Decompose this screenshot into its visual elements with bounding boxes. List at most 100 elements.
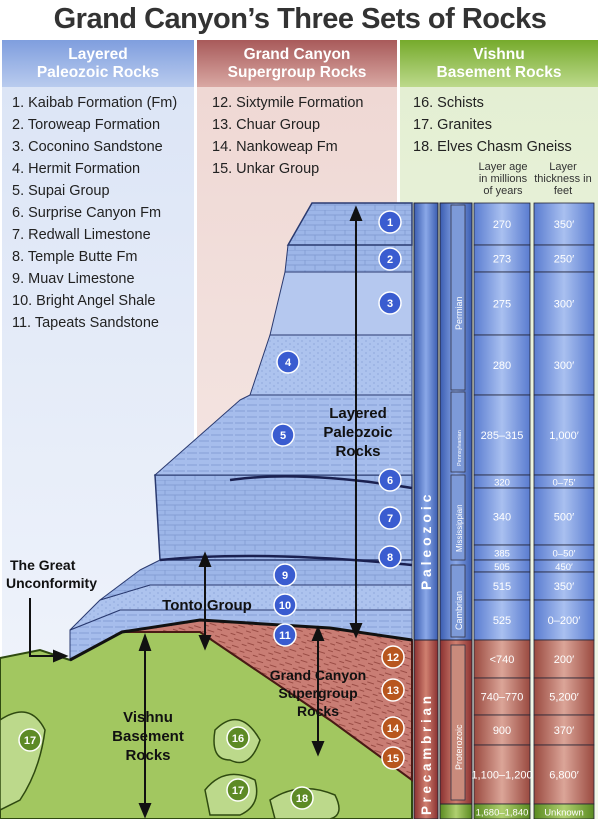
arrowhead [311,625,325,641]
proterozoic-label: Proterozoic [454,724,464,770]
period-box-permian [450,204,466,391]
thickness-cell-bg [533,202,595,246]
arrowhead [138,633,152,651]
marker-18 [290,786,314,810]
layer-marker-label: 10 [279,600,291,612]
layer-marker [378,506,402,530]
thickness-cell: 450′ [555,562,573,573]
age-cell: 505 [494,562,510,573]
layer-marker-label: 7 [387,513,393,525]
thickness-cell-bg [533,394,595,476]
age-cell: 285–315 [481,430,524,442]
precambrian-era-label: P r e c a m b r i a n [419,696,434,815]
thickness-cell-bg [533,244,595,273]
precambrian-era-bar [413,639,439,819]
age-cell-bg [473,334,531,396]
supergroup-label: Grand Canyon [270,667,366,683]
period-column-vishnu [439,803,473,819]
thickness-cell: 5,200′ [549,692,579,704]
layer-marker [381,678,405,702]
thickness-cell: 350′ [554,581,574,593]
layer-marker [381,645,405,669]
list-item: 3. Coconino Sandstone [12,139,163,155]
list-item: 6. Surprise Canyon Fm [12,205,162,221]
age-cell: 340 [493,512,511,524]
marker-17-label: 17 [24,735,36,747]
layer-marker [273,593,297,617]
list-item: 17. Granites [413,117,492,133]
age-column-header: Layer age in millions of years [478,161,528,197]
age-cell: 515 [493,581,511,593]
arrowhead [349,205,363,221]
layered-paleozoic-label: Rocks [335,443,380,460]
list-item: 15. Unkar Group [212,161,320,177]
thickness-cell: 0–75′ [553,478,576,489]
period-box-mississippian [450,474,466,561]
layer-marker-label: 12 [387,652,399,664]
age-cell-bg [473,571,531,601]
age-cell: 320 [494,478,510,489]
paleozoic-era-bar [413,202,439,641]
supergroup-header-line2: Supergroup Rocks [227,63,367,81]
thickness-cell-bg [533,803,595,819]
marker-18-label: 18 [296,793,308,805]
paleozoic-list: 1. Kaibab Formation (Fm) 2. Toroweap For… [12,92,177,334]
layer-marker-label: 4 [285,357,292,369]
layer-marker-label: 2 [387,254,393,266]
age-cell-bg [473,677,531,716]
layer-marker [378,545,402,569]
age-cell-bg [473,803,531,819]
layer-marker [381,716,405,740]
mississippian-label: Mississippian [455,504,464,552]
layer-marker [378,247,402,271]
layer-marker [273,623,297,647]
age-cell: 740–770 [481,692,524,704]
thickness-cell: 250′ [554,254,574,266]
age-cell-bg [473,639,531,679]
layer-marker [378,291,402,315]
vishnu-basement-label: Rocks [125,747,170,764]
thickness-cell-bg [533,571,595,601]
vishnu-header: Vishnu Basement Rocks [400,40,598,87]
arrowhead [53,649,69,663]
layer-marker-label: 5 [280,430,286,442]
thickness-cell: 370′ [554,725,574,737]
thickness-cell: 300′ [554,360,574,372]
layer-marker [378,210,402,234]
age-cell-bg [473,487,531,546]
layer-marker-label: 14 [387,723,400,735]
layer-marker-label: 1 [387,217,393,229]
layer-marker [276,350,300,374]
layer-marker-label: 8 [387,552,393,564]
period-box-pennsylvanian [450,391,466,473]
age-cell: 275 [493,299,511,311]
layer-marker-label: 9 [282,570,288,582]
paleozoic-header: Layered Paleozoic Rocks [2,40,194,87]
great-unconformity-label: The Great [10,557,76,573]
age-cell: <740 [490,654,515,666]
list-item: 1. Kaibab Formation (Fm) [12,95,178,111]
marker-17 [226,778,250,802]
list-item: 11. Tapeats Sandstone [12,315,159,331]
marker-16-label: 16 [232,733,244,745]
thickness-cell: 300′ [554,299,574,311]
layer-marker-label: 13 [387,685,399,697]
permian-label: Permian [454,296,464,330]
thickness-cell-bg [533,487,595,546]
layer-marker [271,423,295,447]
supergroup-label: Supergroup [278,685,357,701]
layer-marker [273,563,297,587]
thickness-cell: Unknown [544,808,584,819]
vishnu-list: 16. Schists 17. Granites 18. Elves Chasm… [413,92,572,158]
supergroup-header: Grand Canyon Supergroup Rocks [197,40,397,87]
supergroup-header-line1: Grand Canyon [243,45,351,63]
thickness-cell-bg [533,599,595,641]
list-item: 18. Elves Chasm Gneiss [413,139,572,155]
paleozoic-header-line1: Layered [68,45,128,63]
marker-17-label: 17 [232,785,244,797]
age-cell: 385 [494,549,510,560]
list-item: 9. Muav Limestone [12,271,135,287]
layer-marker [378,468,402,492]
